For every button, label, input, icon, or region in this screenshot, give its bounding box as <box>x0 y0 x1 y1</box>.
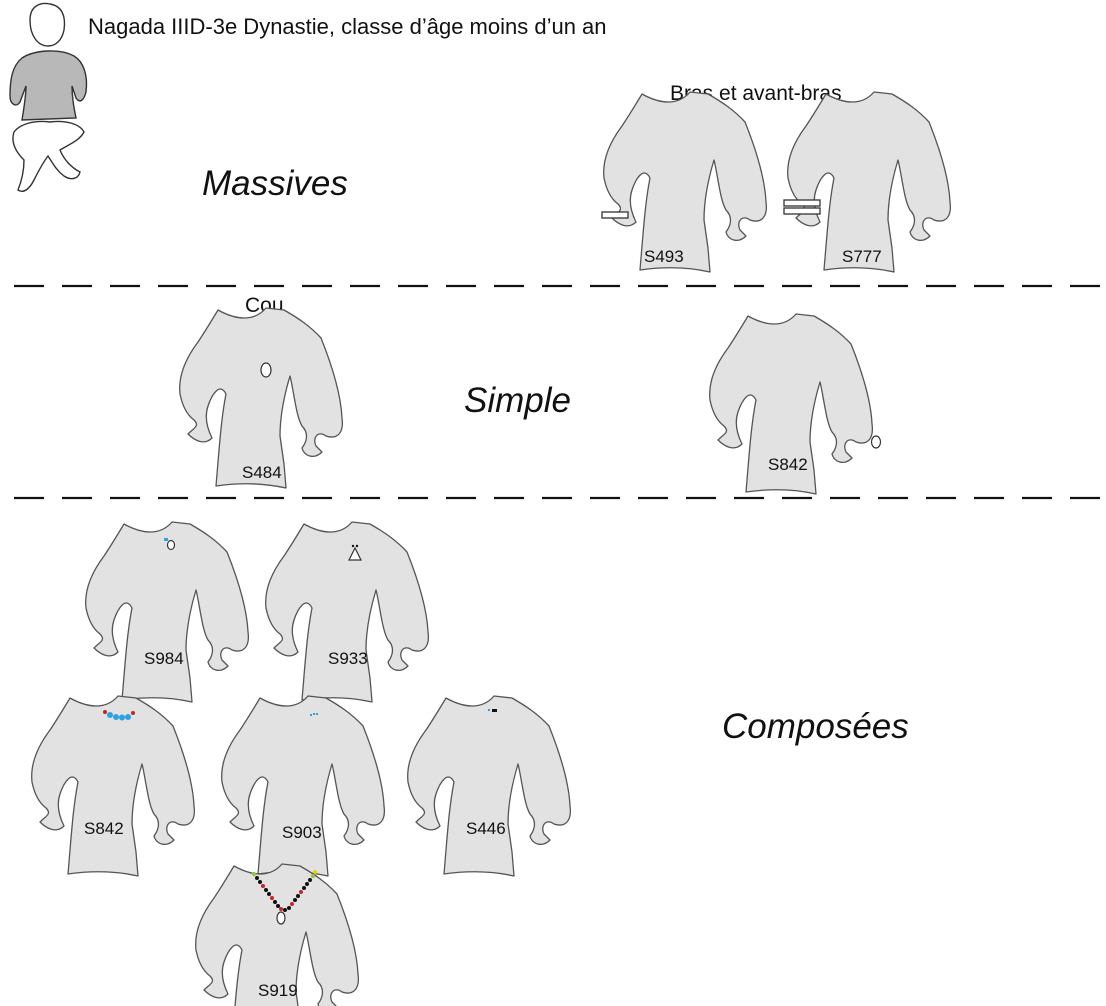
figure-label: S493 <box>644 247 684 266</box>
pendant-icon <box>348 546 362 561</box>
figure-label: S933 <box>328 649 368 668</box>
figure-label: S919 <box>258 981 298 1000</box>
category-composees: Composées <box>722 707 909 746</box>
figure-label: S842 <box>768 455 808 474</box>
bracelet-icon <box>783 199 821 207</box>
torso-figure-s933: S933 <box>265 521 430 703</box>
pendant-icon <box>276 911 286 925</box>
pendant-icon <box>260 362 272 378</box>
torso-figure-s842-composee: S842 <box>31 695 196 877</box>
figure-label: S984 <box>144 649 184 668</box>
torso-figure-s919: S919 <box>195 863 360 1006</box>
necklace-beads <box>310 713 318 716</box>
necklace-beads <box>252 870 317 912</box>
figure-label: S446 <box>466 819 506 838</box>
figure-label: S903 <box>282 823 322 842</box>
torso-figure-s842-simple: S842 <box>709 313 882 495</box>
bracelet-icon <box>601 211 629 219</box>
bracelet-icon <box>783 207 821 215</box>
pendant-icon <box>166 539 176 551</box>
torso-figure-s903: S903 <box>221 695 386 877</box>
torso-figure-s493: S493 <box>601 91 768 273</box>
torso-figure-s484: S484 <box>179 307 344 489</box>
bead-icon <box>355 544 359 548</box>
pendant-icon <box>870 435 882 449</box>
page-title: Nagada IIID-3e Dynastie, classe d’âge mo… <box>88 14 607 39</box>
child-figure-icon <box>9 2 88 192</box>
figure-label: S842 <box>84 819 124 838</box>
bead-icon <box>351 544 355 548</box>
necklace-beads <box>103 710 135 721</box>
figure-label: S484 <box>242 463 282 482</box>
bead-icon <box>164 538 168 541</box>
torso-figure-s777: S777 <box>783 91 952 273</box>
figure-label: S777 <box>842 247 882 266</box>
torso-figure-s984: S984 <box>85 521 250 703</box>
torso-figure-s446: S446 <box>407 695 572 877</box>
necklace-beads <box>488 709 497 712</box>
category-massives: Massives <box>202 164 348 203</box>
category-simple: Simple <box>464 381 571 420</box>
